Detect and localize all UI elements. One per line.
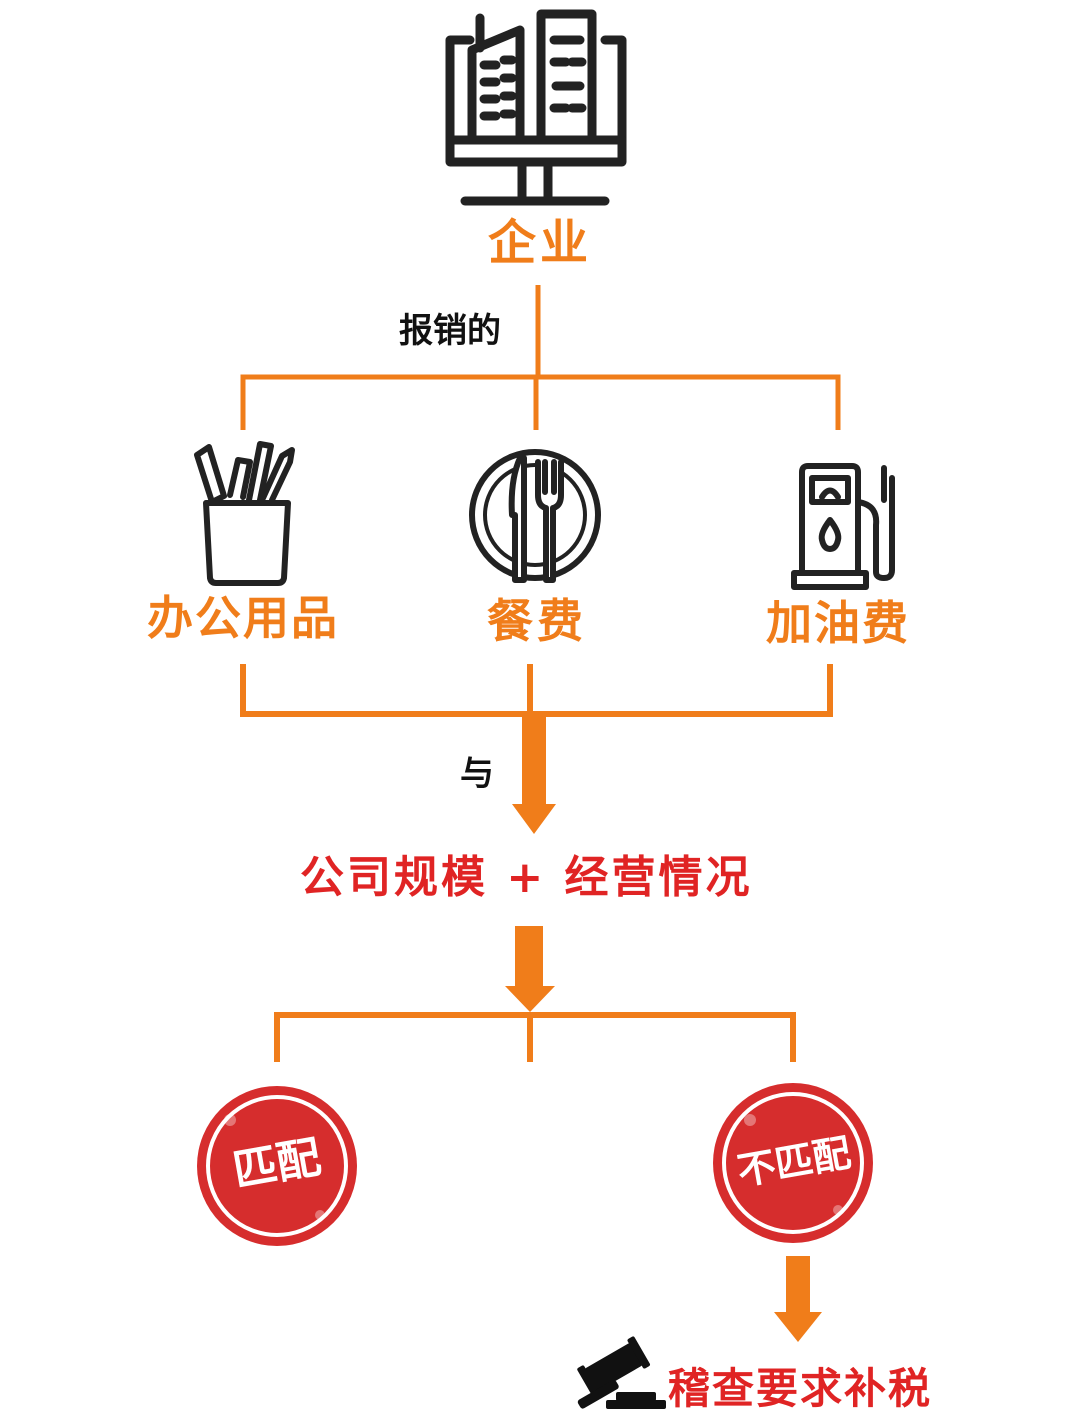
building-monitor-icon — [445, 9, 627, 206]
down-arrow-icon — [774, 1256, 822, 1342]
meals-label: 餐费 — [487, 594, 587, 648]
office-supplies-label: 办公用品 — [147, 591, 339, 645]
fuel-label: 加油费 — [766, 596, 910, 650]
bottom-connector — [274, 1012, 796, 1062]
gavel-icon — [577, 1336, 666, 1409]
middle-connector — [240, 664, 833, 717]
reimbursed-label: 报销的 — [399, 311, 501, 351]
audit-label: 稽查要求补税 — [668, 1364, 933, 1413]
pencil-cup-icon — [194, 441, 295, 586]
with-label: 与 — [460, 754, 494, 794]
match-stamp — [197, 1086, 357, 1246]
mismatch-stamp — [713, 1083, 873, 1243]
company-label: 企业 — [488, 215, 593, 271]
down-arrow-icon — [512, 714, 556, 834]
gas-pump-icon — [791, 463, 895, 590]
scale-operations-label: 公司规模 + 经营情况 — [300, 852, 753, 903]
down-arrow-icon — [505, 926, 555, 1012]
plate-fork-knife-icon — [469, 449, 601, 583]
top-connector — [240, 285, 841, 430]
